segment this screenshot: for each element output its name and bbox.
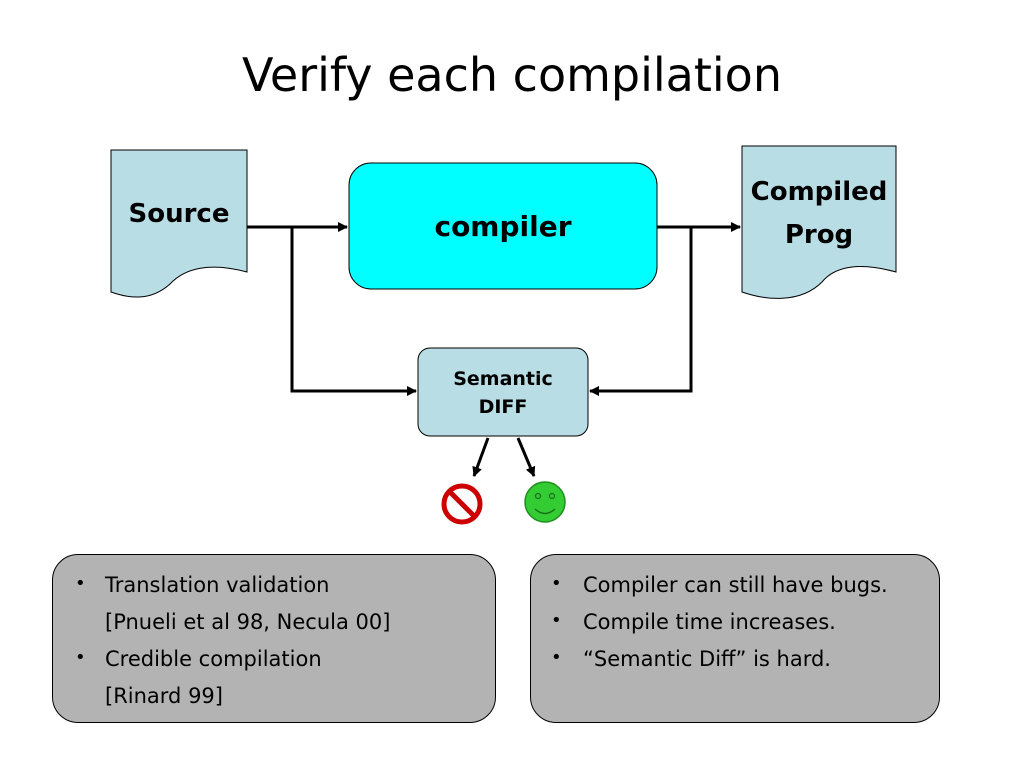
right-notes-panel: • Compiler can still have bugs. • Compil… [530, 554, 940, 723]
no-entry-icon [441, 483, 483, 525]
left-notes-panel: • Translation validation [Pnueli et al 9… [52, 554, 496, 723]
list-item-citation: [Pnueli et al 98, Necula 00] [105, 610, 391, 634]
list-item: • Compile time increases. [531, 604, 939, 641]
list-item: • “Semantic Diff” is hard. [531, 641, 939, 678]
source-label: Source [129, 199, 230, 229]
diff-label-line2: DIFF [479, 396, 528, 418]
list-item-text: Translation validation [105, 573, 330, 597]
arrow-prog-to-diff [589, 227, 693, 396]
source-document [110, 149, 248, 298]
bullet: • [551, 647, 562, 668]
diff-label-line1: Semantic [453, 368, 553, 390]
bullet: • [551, 573, 562, 594]
bullet: • [551, 610, 562, 631]
compiled-label-line2: Prog [785, 220, 853, 250]
slide-title: Verify each compilation [242, 48, 782, 102]
compiled-label-line1: Compiled [751, 177, 888, 207]
list-item-text: Compile time increases. [583, 610, 836, 634]
bullet: • [75, 647, 86, 668]
list-item-text: “Semantic Diff” is hard. [583, 647, 831, 671]
compiled-prog-document [741, 145, 897, 299]
compiler-label: compiler [434, 210, 571, 243]
arrow-diff-to-pass [516, 437, 536, 477]
semantic-diff-box [417, 347, 589, 437]
list-item-text: Compiler can still have bugs. [583, 573, 888, 597]
list-item: • Compiler can still have bugs. [531, 567, 939, 604]
list-item: • Credible compilation [Rinard 99] [53, 641, 495, 715]
list-item: • Translation validation [Pnueli et al 9… [53, 567, 495, 641]
list-item-citation: [Rinard 99] [105, 684, 223, 708]
bullet: • [75, 573, 86, 594]
arrow-diff-to-fail [472, 437, 490, 477]
smiley-face-icon [524, 481, 566, 523]
list-item-text: Credible compilation [105, 647, 322, 671]
arrow-source-to-diff [290, 227, 417, 396]
